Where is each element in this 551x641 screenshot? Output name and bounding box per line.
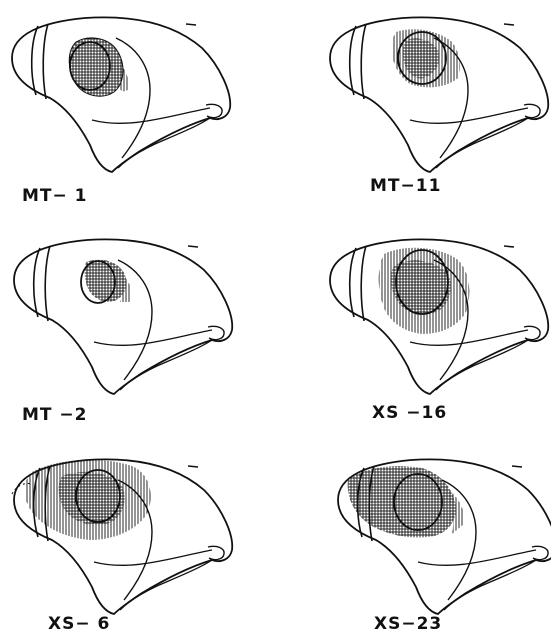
lesion-area: [392, 29, 460, 87]
brain-panel-mt-11: [330, 17, 548, 172]
brain-panel-xs-6: [12, 459, 232, 614]
panel-label-mt-1: MT− 1: [22, 186, 88, 206]
lesion-area: [12, 460, 151, 540]
brain-outline: [14, 239, 232, 394]
lesion-area: [379, 248, 470, 334]
panel-label-xs-16: XS −16: [372, 403, 447, 423]
panel-label-mt-2: MT −2: [22, 405, 88, 425]
panel-label-xs-6: XS− 6: [48, 614, 110, 634]
brain-outline: [12, 17, 230, 172]
panel-label-mt-11: MT−11: [370, 176, 441, 196]
panel-label-xs-23: XS−23: [374, 614, 442, 634]
brain-panel-xs-23: [338, 459, 551, 614]
brain-panel-mt-1: [12, 17, 230, 172]
brain-panel-mt-2: [14, 239, 232, 394]
brain-panel-xs-16: [330, 239, 548, 394]
